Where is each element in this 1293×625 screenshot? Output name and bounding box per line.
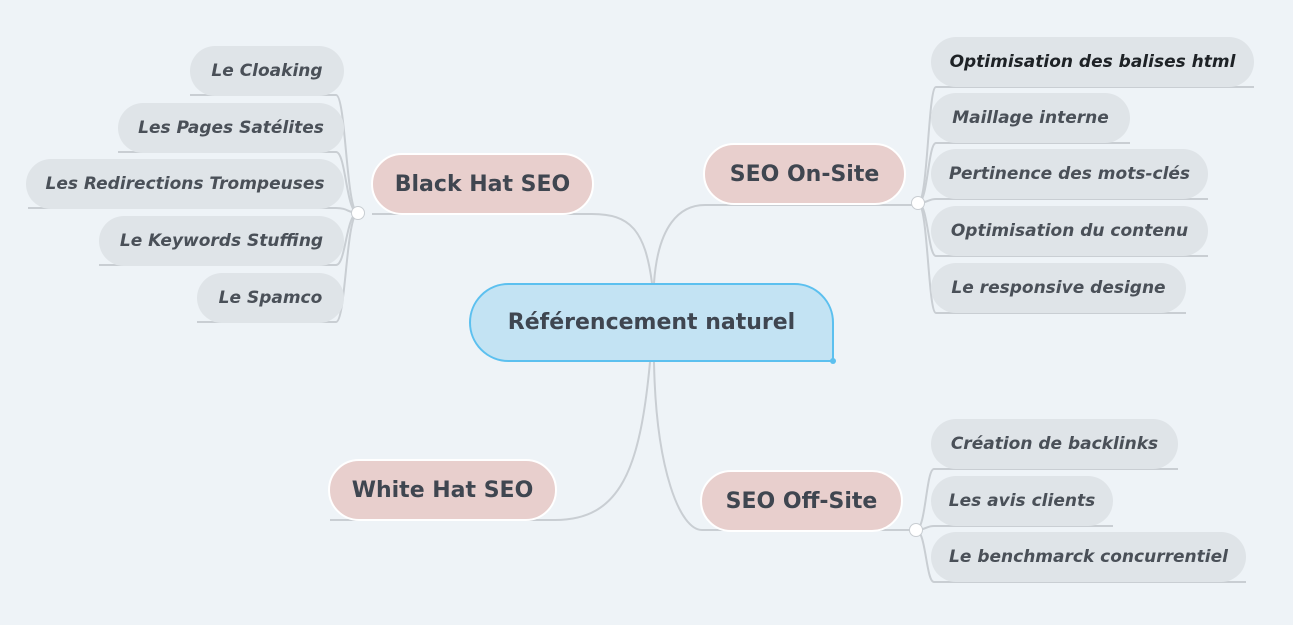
topic-seo-off-site[interactable]: SEO Off-Site [700,470,903,532]
subtopic-label: Les Pages Satélites [138,118,324,138]
subtopic-label: Le Keywords Stuffing [119,231,324,251]
connector-central-on-site [653,204,706,284]
on-site-collapse-toggle[interactable] [911,196,925,210]
subtopic-optimisation-balises[interactable]: Optimisation des balises html [931,37,1254,87]
connector-central-black-hat [591,213,653,284]
topic-label: SEO On-Site [729,161,880,187]
subtopic-responsive-designe[interactable]: Le responsive designe [931,263,1186,313]
subtopic-benchmarck-concurrentiel[interactable]: Le benchmarck concurrentiel [931,532,1246,582]
subtopic-label: Pertinence des mots-clés [948,164,1191,184]
off-site-collapse-toggle[interactable] [909,523,923,537]
central-topic-label: Référencement naturel [507,310,796,335]
subtopic-optimisation-contenu[interactable]: Optimisation du contenu [931,206,1208,256]
subtopic-cloaking[interactable]: Le Cloaking [190,46,344,96]
central-topic[interactable]: Référencement naturel [469,283,836,364]
subtopic-label: Le Cloaking [211,61,323,81]
subtopic-keywords-stuffing[interactable]: Le Keywords Stuffing [99,216,344,266]
subtopic-label: Optimisation des balises html [949,52,1236,72]
topic-label: White Hat SEO [351,477,534,503]
topic-label: SEO Off-Site [725,488,878,514]
connector-central-white-hat [554,361,651,521]
subtopic-pertinence-mots-cles[interactable]: Pertinence des mots-clés [931,149,1208,199]
subtopic-label: Le responsive designe [951,278,1166,298]
subtopic-label: Les Redirections Trompeuses [45,174,325,194]
subtopic-label: Les avis clients [948,491,1096,511]
connector-central-off-site [653,361,703,531]
subtopic-spamco[interactable]: Le Spamco [197,273,344,323]
subtopic-avis-clients[interactable]: Les avis clients [931,476,1113,526]
topic-label: Black Hat SEO [394,171,571,197]
central-resize-handle[interactable] [830,358,836,364]
topic-seo-on-site[interactable]: SEO On-Site [703,143,906,205]
topic-white-hat-seo[interactable]: White Hat SEO [328,459,557,521]
subtopic-label: Optimisation du contenu [950,221,1189,241]
subtopic-redirections-trompeuses[interactable]: Les Redirections Trompeuses [26,159,344,209]
subtopic-creation-backlinks[interactable]: Création de backlinks [931,419,1178,469]
subtopic-label: Création de backlinks [950,434,1159,454]
black-hat-collapse-toggle[interactable] [351,206,365,220]
subtopic-label: Le benchmarck concurrentiel [949,547,1228,567]
subtopic-pages-satellites[interactable]: Les Pages Satélites [118,103,344,153]
subtopic-maillage-interne[interactable]: Maillage interne [931,93,1130,143]
subtopic-label: Maillage interne [952,108,1109,128]
topic-black-hat-seo[interactable]: Black Hat SEO [371,153,594,215]
subtopic-label: Le Spamco [218,288,323,308]
